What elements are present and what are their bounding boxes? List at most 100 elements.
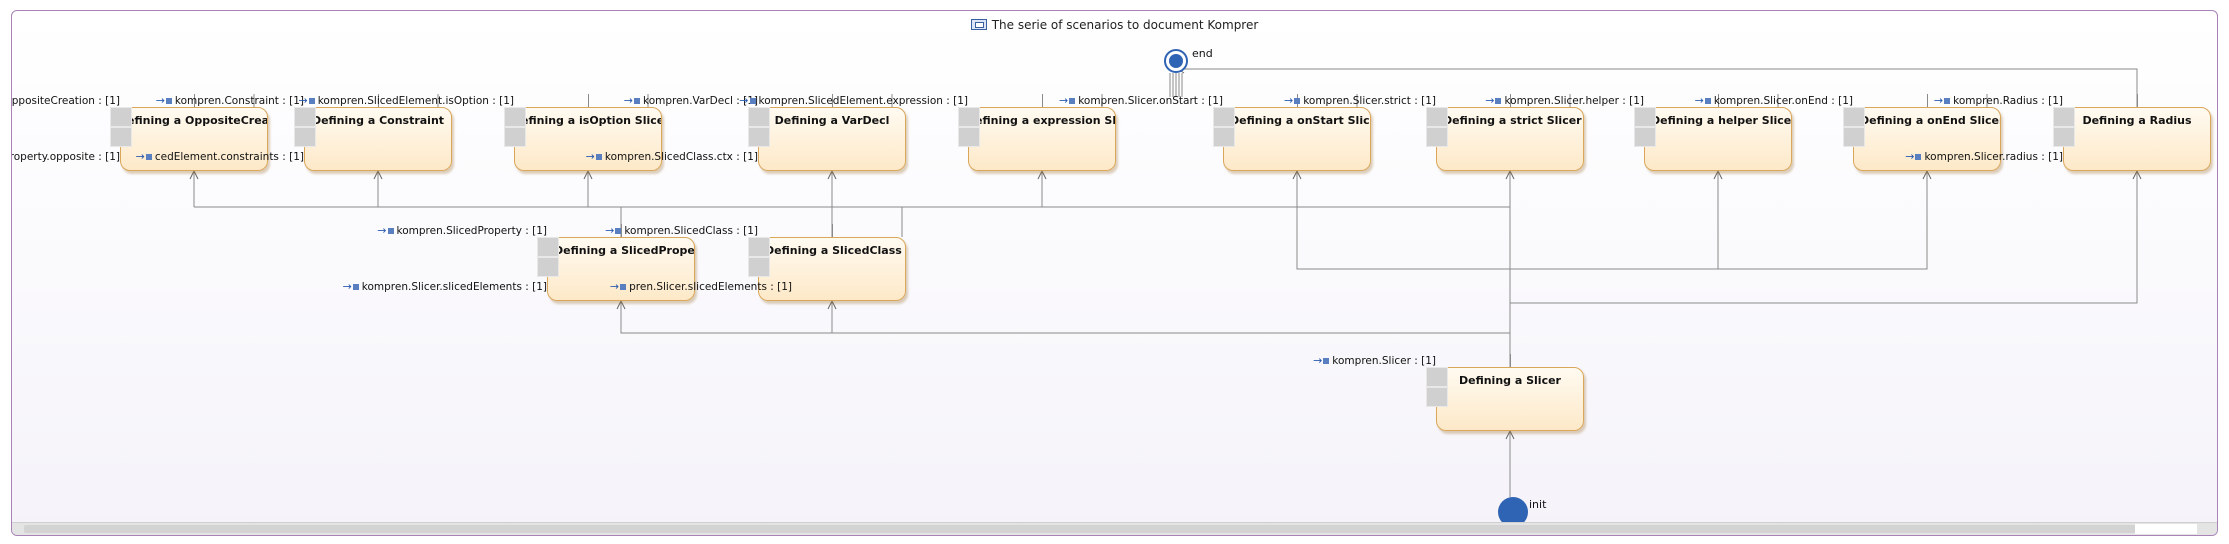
scenario-node-helper[interactable]: Defining a helper Slicer	[1644, 107, 1792, 171]
port-label: pren.Slicer.slicedElements : [1]	[629, 281, 792, 293]
arrow-expression	[1037, 169, 1047, 180]
port-box-top[interactable]	[1843, 107, 1865, 127]
port-square-icon	[749, 98, 756, 104]
port-top-label: →kompren.OppositeCreation : [1]	[12, 94, 120, 107]
port-label: kompren.SlicedElement.isOption : [1]	[317, 95, 514, 107]
scenario-node-slicedclass[interactable]: Defining a SlicedClass	[758, 237, 906, 301]
port-box-top[interactable]	[537, 237, 559, 257]
scenario-diagram-frame: The serie of scenarios to document Kompr…	[11, 10, 2218, 536]
port-square-icon	[387, 228, 394, 234]
port-box-left[interactable]	[1426, 127, 1448, 147]
port-box-left[interactable]	[748, 257, 770, 277]
scenario-title: Defining a Radius	[2082, 114, 2192, 127]
scenario-title: Defining a helper Slicer	[1651, 114, 1791, 127]
port-label: kompren.SlicedClass : [1]	[624, 225, 758, 237]
transition-edges	[189, 64, 2142, 497]
port-label: kompren.SlicedProperty : [1]	[396, 225, 547, 237]
port-box-left[interactable]	[2053, 127, 2075, 147]
input-port-icon: →	[1905, 150, 1915, 163]
scenario-node-onstart[interactable]: Defining a onStart Slicer	[1223, 107, 1371, 171]
port-box-left[interactable]	[294, 127, 316, 147]
port-label: kompren.Slicer.strict : [1]	[1303, 95, 1436, 107]
port-square-icon	[352, 284, 359, 290]
scrollbar-thumb[interactable]	[24, 525, 2142, 533]
port-tick	[588, 94, 589, 107]
port-box-left[interactable]	[958, 127, 980, 147]
port-box-top[interactable]	[748, 107, 770, 127]
scenario-title: efining a expression SlicedElemen	[975, 114, 1115, 127]
port-square-icon	[595, 154, 602, 160]
port-top-label: →kompren.Slicer : [1]	[1313, 354, 1436, 367]
port-box-top[interactable]	[110, 107, 132, 127]
end-state-dot	[1169, 54, 1183, 68]
scenario-title: Defining a SlicedProperty	[554, 244, 694, 257]
end-state[interactable]	[1164, 49, 1188, 73]
scenario-title: Defining a onStart Slicer	[1230, 114, 1370, 127]
port-label: kompren.Slicer.helper : [1]	[1504, 95, 1644, 107]
port-top-label: →kompren.SlicedElement.expression : [1]	[739, 94, 968, 107]
port-top-label: →kompren.SlicedProperty : [1]	[377, 224, 547, 237]
port-left-label: →cedElement.constraints : [1]	[136, 150, 304, 163]
input-port-icon: →	[1485, 94, 1495, 107]
scenario-node-opposite[interactable]: efining a OppositeCreation	[120, 107, 268, 171]
port-box-left[interactable]	[1213, 127, 1235, 147]
scenario-node-expression[interactable]: efining a expression SlicedElemen	[968, 107, 1116, 171]
port-square-icon	[1495, 98, 1502, 104]
port-box-left[interactable]	[748, 127, 770, 147]
port-box-left[interactable]	[1843, 127, 1865, 147]
input-port-icon: →	[298, 94, 308, 107]
port-top-label: → kompren.Slicer.strict : [1]	[1284, 94, 1436, 107]
port-box-top[interactable]	[748, 237, 770, 257]
port-label: kompren.VarDecl : [1]	[642, 95, 758, 107]
port-label: kompren.Constraint : [1]	[174, 95, 304, 107]
port-square-icon	[1294, 98, 1301, 104]
scenario-node-slicedproperty[interactable]: Defining a SlicedProperty	[547, 237, 695, 301]
port-box-top[interactable]	[2053, 107, 2075, 127]
diagram-icon	[970, 19, 987, 30]
port-top-label: →kompren.Slicer.onEnd : [1]	[1695, 94, 1853, 107]
port-box-top[interactable]	[294, 107, 316, 127]
port-box-top[interactable]	[1634, 107, 1656, 127]
port-square-icon	[1704, 98, 1711, 104]
port-box-left[interactable]	[537, 257, 559, 277]
arrow-slicer	[1505, 429, 1515, 440]
port-box-top[interactable]	[958, 107, 980, 127]
port-tick	[1927, 94, 1928, 107]
port-left-label: →kompren.SlicedProperty.opposite : [1]	[11, 150, 120, 163]
port-label: kompren.Slicer.onStart : [1]	[1078, 95, 1223, 107]
port-tick	[1042, 94, 1043, 107]
horizontal-scrollbar[interactable]	[12, 522, 2217, 535]
port-box-top[interactable]	[1426, 367, 1448, 387]
port-box-left[interactable]	[1426, 387, 1448, 407]
port-box-left[interactable]	[504, 127, 526, 147]
init-label: init	[1529, 498, 1547, 511]
scenario-node-onend[interactable]: Defining a onEnd Slicer	[1853, 107, 2001, 171]
port-box-top[interactable]	[1426, 107, 1448, 127]
input-port-icon: →	[135, 150, 145, 163]
port-left-label: →pren.Slicer.slicedElements : [1]	[610, 280, 792, 293]
port-left-label: →kompren.SlicedClass.ctx : [1]	[586, 150, 758, 163]
scenario-node-vardecl[interactable]: Defining a VarDecl	[758, 107, 906, 171]
port-label: kompren.Slicer : [1]	[1332, 355, 1436, 367]
scenario-node-isoption[interactable]: efining a isOption SlicedElement	[514, 107, 662, 171]
arrow-isoption	[583, 169, 593, 180]
scenario-title: Defining a onEnd Slicer	[1860, 114, 2000, 127]
port-label: kompren.SlicedProperty.opposite : [1]	[11, 151, 120, 163]
port-box-left[interactable]	[1634, 127, 1656, 147]
port-square-icon	[165, 98, 172, 104]
port-square-icon	[1323, 358, 1330, 364]
scenario-node-strict[interactable]: Defining a strict Slicer	[1436, 107, 1584, 171]
port-box-top[interactable]	[504, 107, 526, 127]
port-box-left[interactable]	[110, 127, 132, 147]
scenario-node-slicer[interactable]: Defining a Slicer	[1436, 367, 1584, 431]
edge-slicer-onstart	[1296, 171, 1510, 270]
input-port-icon: →	[342, 280, 352, 293]
port-box-top[interactable]	[1213, 107, 1235, 127]
port-left-label: →kompren.Slicer.radius : [1]	[1905, 150, 2063, 163]
scenario-title: Defining a Constraint	[311, 114, 445, 127]
scenario-title: efining a OppositeCreation	[127, 114, 267, 127]
scenario-node-radius[interactable]: Defining a Radius	[2063, 107, 2211, 171]
input-port-icon: →	[1283, 94, 1294, 107]
edge-slicer-radius	[1510, 171, 2138, 304]
scenario-node-constraint[interactable]: Defining a Constraint	[304, 107, 452, 171]
